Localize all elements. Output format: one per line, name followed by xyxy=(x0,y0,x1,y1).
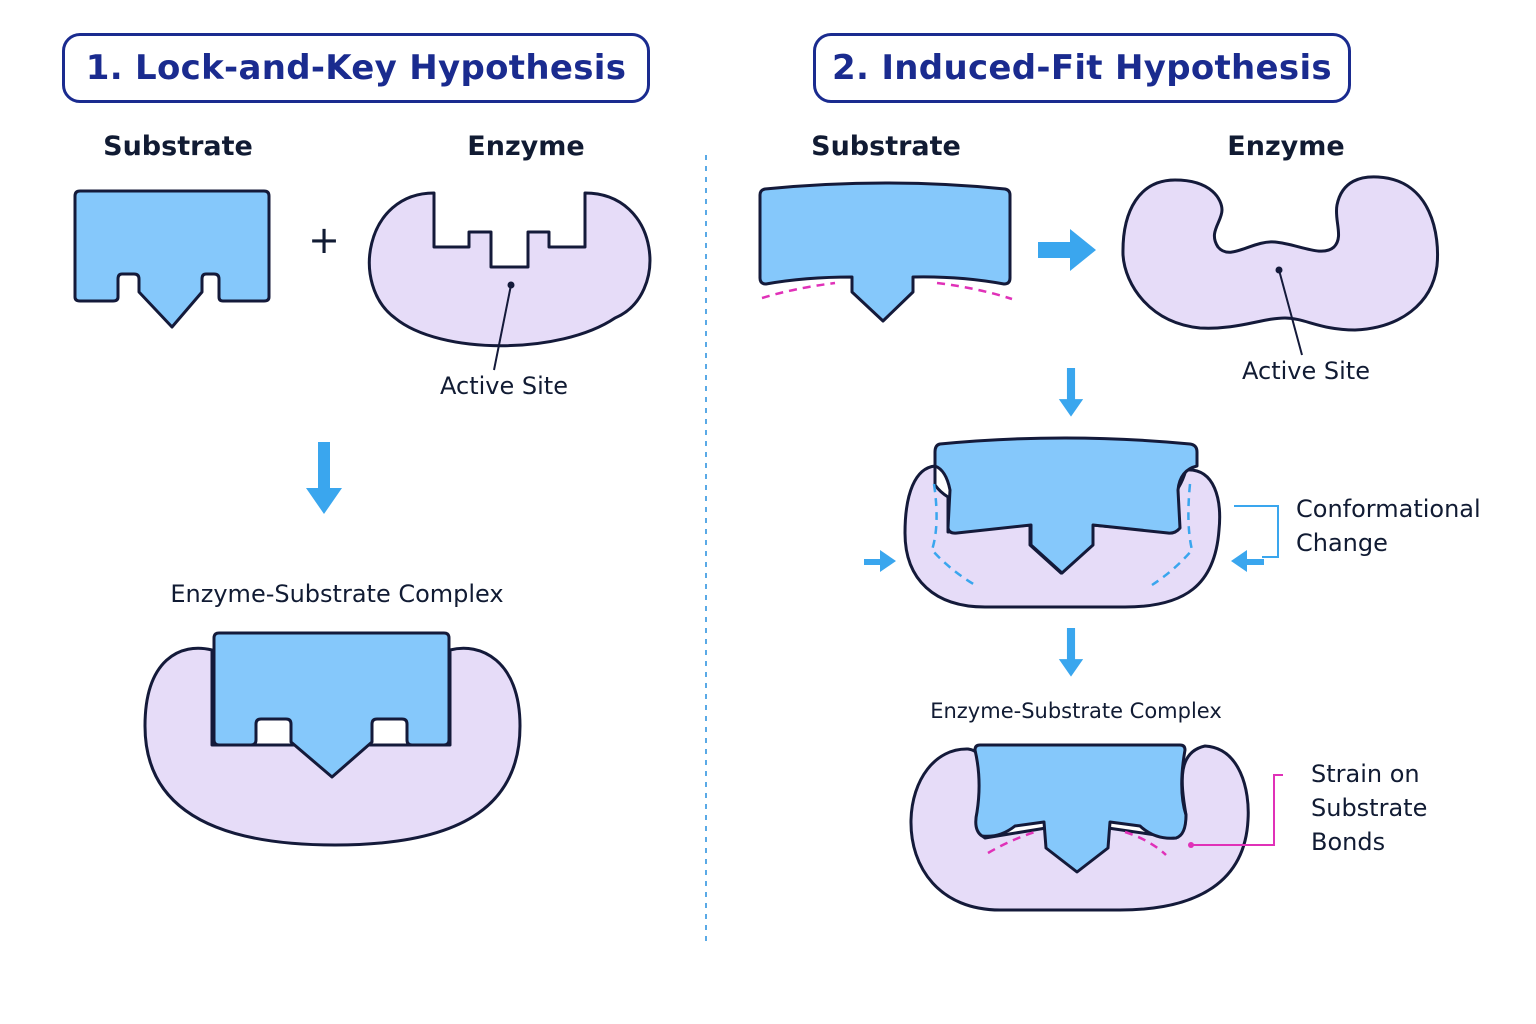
strain-label: Strain on Substrate Bonds xyxy=(1311,757,1427,859)
strain-line: Bonds xyxy=(1311,828,1386,856)
enzyme-label: Enzyme xyxy=(1227,131,1345,162)
enzyme-label: Enzyme xyxy=(467,131,585,162)
plus-sign: + xyxy=(308,218,340,262)
substrate-shape xyxy=(758,181,1012,323)
substrate-shape xyxy=(73,189,271,329)
substrate-shape xyxy=(933,436,1199,575)
conformational-marker xyxy=(930,483,976,587)
strain-line: Substrate xyxy=(1311,794,1428,822)
strain-marker xyxy=(987,830,1036,855)
strain-pointer xyxy=(1191,774,1283,846)
arrow-right-icon xyxy=(864,550,896,572)
complex-substrate-shape xyxy=(973,743,1188,874)
strain-marker xyxy=(761,281,836,300)
active-site-pointer xyxy=(493,284,512,371)
conformational-line: Change xyxy=(1296,529,1388,557)
active-site-pointer xyxy=(1278,269,1303,356)
panel2-title-box: 2. Induced-Fit Hypothesis xyxy=(813,33,1351,103)
active-site-dot xyxy=(1275,266,1283,274)
complex-label: Enzyme-Substrate Complex xyxy=(170,580,504,608)
arrow-right-icon xyxy=(1038,229,1096,271)
strain-line: Strain on xyxy=(1311,760,1420,788)
conformational-marker xyxy=(1151,483,1194,587)
arrow-down-icon xyxy=(1058,628,1084,677)
active-site-label: Active Site xyxy=(440,372,568,400)
conformational-change-label: Conformational Change xyxy=(1296,492,1481,560)
enzyme-shape xyxy=(1121,175,1440,332)
conformational-line: Conformational xyxy=(1296,495,1481,523)
conformational-bracket xyxy=(1234,505,1279,558)
panel2-title: 2. Induced-Fit Hypothesis xyxy=(832,48,1332,88)
enzyme-shape xyxy=(367,191,652,348)
arrow-left-icon xyxy=(1231,550,1264,572)
strain-marker xyxy=(1124,830,1167,856)
complex-substrate-shape xyxy=(212,631,451,779)
panel1-title: 1. Lock-and-Key Hypothesis xyxy=(85,48,627,88)
complex-label: Enzyme-Substrate Complex xyxy=(930,699,1222,723)
strain-marker xyxy=(936,281,1013,301)
panel1-title-box: 1. Lock-and-Key Hypothesis xyxy=(62,33,650,103)
active-site-dot xyxy=(507,281,515,289)
active-site-label: Active Site xyxy=(1242,357,1370,385)
arrow-down-icon xyxy=(1058,368,1084,417)
substrate-label: Substrate xyxy=(103,131,253,162)
arrow-down-icon xyxy=(306,442,342,514)
substrate-label: Substrate xyxy=(811,131,961,162)
